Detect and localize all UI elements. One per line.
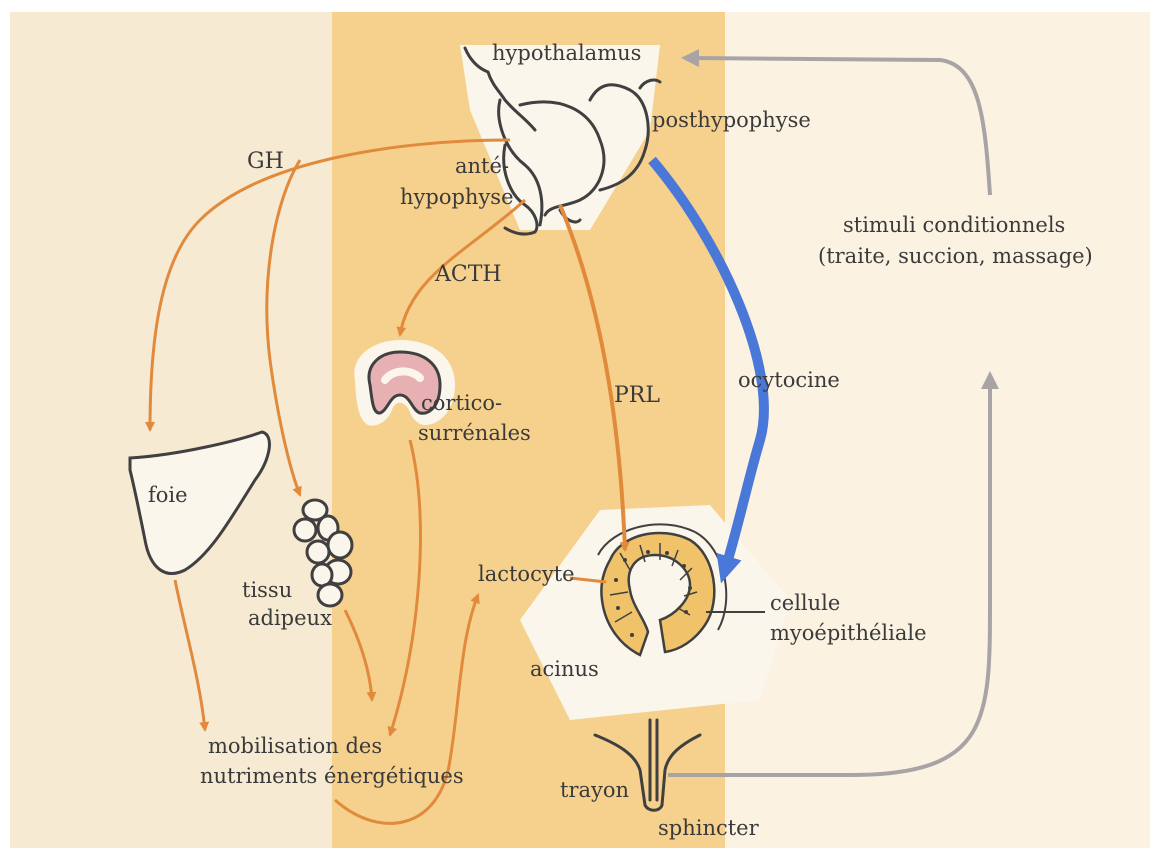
label-acinus: acinus (530, 657, 599, 681)
label-prl: PRL (614, 383, 660, 408)
label-acth: ACTH (434, 262, 502, 287)
label-nutriments: nutriments énergétiques (200, 764, 464, 788)
label-stimuli-line1: stimuli conditionnels (843, 213, 1065, 237)
label-lactocyte: lactocyte (478, 562, 575, 586)
label-foie: foie (148, 483, 188, 507)
label-mobilisation: mobilisation des (208, 734, 382, 758)
label-posthypophyse: posthypophyse (652, 108, 811, 132)
label-myoepitheliale: myoépithéliale (770, 621, 927, 645)
label-surrenales: surrénales (418, 421, 531, 445)
label-stimuli-line2: (traite, succion, massage) (818, 244, 1093, 268)
label-cortico: cortico- (421, 391, 502, 415)
label-ocytocine: ocytocine (738, 368, 840, 392)
label-cellule: cellule (770, 591, 840, 615)
label-sphincter: sphincter (658, 816, 760, 840)
label-gh: GH (247, 149, 284, 174)
label-hypothalamus: hypothalamus (492, 41, 641, 65)
label-hypophyse: hypophyse (400, 185, 514, 209)
label-trayon: trayon (560, 778, 629, 802)
right-band (725, 12, 1150, 848)
label-adipeux: adipeux (248, 606, 332, 630)
label-tissu: tissu (242, 578, 292, 602)
label-ante: anté- (455, 154, 509, 178)
